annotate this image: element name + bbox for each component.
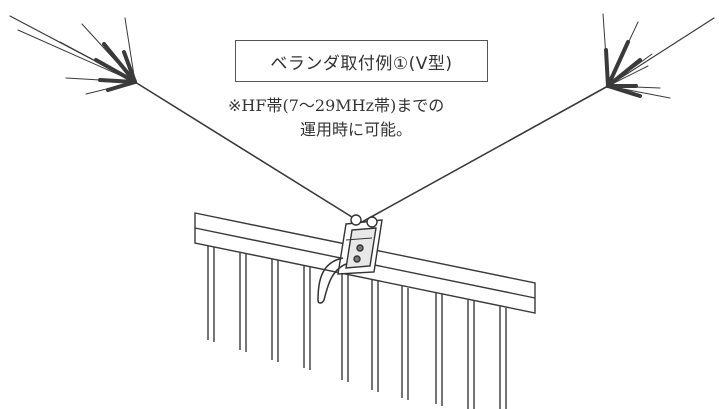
left-antenna-element [9,15,361,223]
figure-title: ベランダ取付例①(V型) [235,40,488,82]
note-line-1: ※HF帯(7〜29MHz帯)までの [228,96,445,115]
railing-balusters [207,246,507,409]
right-antenna-element [361,13,715,223]
note-line-2: 運用時に可能。 [300,120,413,139]
coax-cable [317,257,347,304]
mounting-bracket [337,214,383,275]
note-text: ※HF帯(7〜29MHz帯)までの 運用時に可能。 [228,94,508,142]
